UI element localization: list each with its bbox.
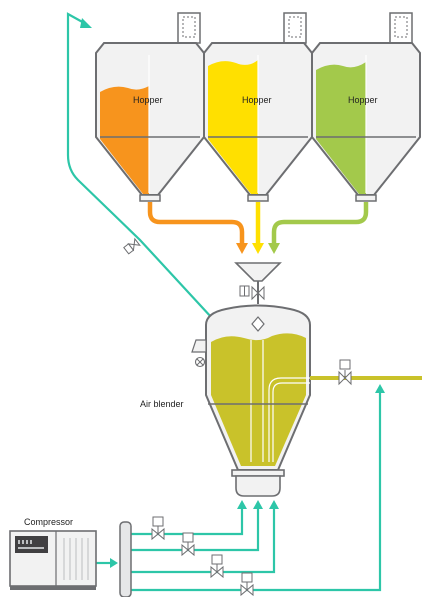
- return-line-valve-icon[interactable]: [123, 237, 141, 255]
- feed-line-orange: [147, 202, 245, 244]
- blender-gauge-icon: [194, 356, 206, 368]
- inlet-funnel: [234, 262, 282, 304]
- compressor-label: Compressor: [24, 517, 73, 527]
- hopper-3-label: Hopper: [348, 95, 378, 105]
- hopper-1-filter-icon: [177, 12, 201, 44]
- compressor-display-icon: [15, 536, 48, 553]
- air-blender: Air blender: [140, 304, 311, 497]
- hopper-1: Hopper: [95, 12, 205, 202]
- hopper-2-material: [208, 60, 258, 194]
- hopper-2-filter-icon: [283, 12, 307, 44]
- outlet-line: [310, 359, 422, 386]
- feed-lines: [147, 202, 369, 254]
- outlet-valve-icon[interactable]: [338, 359, 352, 386]
- blender-material: [211, 333, 306, 466]
- hopper-2-label: Hopper: [242, 95, 272, 105]
- air-valve-1-icon[interactable]: [151, 516, 165, 541]
- hopper-2: Hopper: [203, 12, 313, 202]
- feed-line-green: [271, 202, 369, 244]
- compressor: Compressor: [9, 517, 97, 590]
- air-valve-4-icon[interactable]: [240, 572, 254, 597]
- compressor-vent-icon: [63, 538, 89, 580]
- hopper-1-material: [100, 86, 149, 194]
- hopper-3-filter-icon: [389, 12, 413, 44]
- air-supply-lines: [96, 384, 385, 597]
- air-valve-3-icon[interactable]: [210, 554, 224, 579]
- hopper-1-label: Hopper: [133, 95, 163, 105]
- return-air-line: [66, 12, 213, 319]
- hopper-3: Hopper: [311, 12, 421, 202]
- hopper-3-material: [316, 62, 366, 194]
- air-valve-2-icon[interactable]: [181, 532, 195, 557]
- air-blender-label: Air blender: [140, 399, 184, 409]
- inlet-valve-icon[interactable]: [239, 285, 265, 301]
- air-manifold: [119, 521, 132, 597]
- level-sensor-icon: [251, 316, 265, 332]
- sight-glass-icon: [191, 339, 207, 353]
